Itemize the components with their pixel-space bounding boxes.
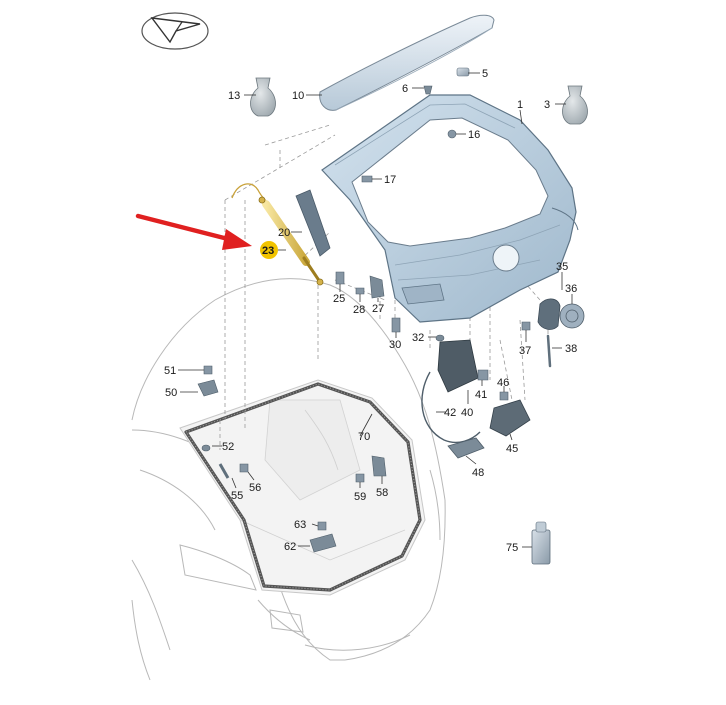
gas-strut [231,183,324,286]
label-23: 23 [262,245,274,257]
label-28: 28 [353,304,365,316]
tailgate-panel [321,94,579,323]
label-48: 48 [472,467,484,479]
label-13: 13 [228,90,240,102]
brand-logo [141,12,209,50]
label-51: 51 [164,365,176,377]
label-10: 10 [292,90,304,102]
label-17: 17 [384,174,396,186]
label-32: 32 [412,332,424,344]
label-35: 35 [556,261,568,273]
label-46: 46 [497,377,509,389]
label-56: 56 [249,482,261,494]
trim-strip [295,189,331,257]
label-58: 58 [376,487,388,499]
grease-bag-3 [562,85,588,125]
label-20: 20 [278,227,290,239]
label-3: 3 [544,99,550,111]
label-50: 50 [165,387,177,399]
label-16: 16 [468,129,480,141]
label-40: 40 [461,407,473,419]
label-27: 27 [372,303,384,315]
leader-lines [178,72,573,548]
label-30: 30 [389,339,401,351]
spray-can-75 [531,521,551,565]
label-70: 70 [358,431,370,443]
label-5: 5 [482,68,488,80]
label-37: 37 [519,345,531,357]
tailgate-seal [184,382,422,592]
label-42: 42 [444,407,456,419]
grease-bag-13 [250,77,276,117]
label-63: 63 [294,519,306,531]
trunk-opening [179,379,426,596]
small-hardware [197,67,585,553]
label-62: 62 [284,541,296,553]
label-38: 38 [565,343,577,355]
label-1: 1 [517,99,523,111]
label-36: 36 [565,283,577,295]
label-75: 75 [506,542,518,554]
part-labels: 13 10 5 6 1 3 16 17 20 23 25 28 27 30 32… [164,68,577,554]
label-59: 59 [354,491,366,503]
label-45: 45 [506,443,518,455]
label-41: 41 [475,389,487,401]
label-55: 55 [231,490,243,502]
red-pointer-arrow [135,213,252,250]
label-6: 6 [402,83,408,95]
highlight-disc [260,241,278,259]
rear-spoiler [319,14,495,111]
label-52: 52 [222,441,234,453]
label-25: 25 [333,293,345,305]
